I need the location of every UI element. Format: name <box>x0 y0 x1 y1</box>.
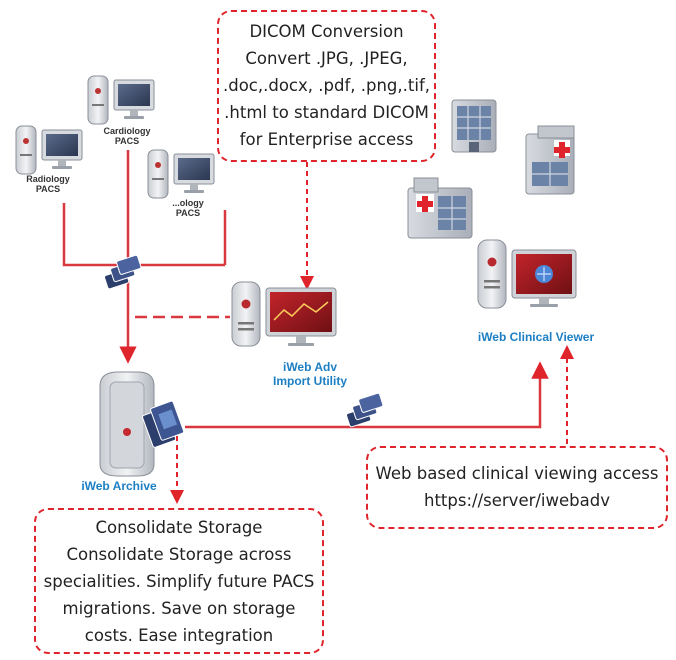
cardiology-pacs-name: Cardiology <box>103 126 151 136</box>
dicom-transfer-icon <box>346 392 384 428</box>
hospital-building-icon-3 <box>407 177 473 239</box>
storage-callout-title: Consolidate Storage <box>95 518 263 537</box>
other-pacs-name: ...ology <box>172 198 204 208</box>
web-viewing-url: https://server/iwebadv <box>424 491 610 510</box>
web-viewing-callout-title: Web based clinical viewing access <box>375 464 659 483</box>
radiology-link <box>62 203 225 267</box>
clinical-viewer-label: iWeb Clinical Viewer <box>477 330 595 344</box>
storage-callout-line: specialities. Simplify future PACS <box>43 572 315 591</box>
archive-label: iWeb Archive <box>81 479 157 493</box>
dicom-callout-title: DICOM Conversion <box>249 22 404 41</box>
radiology-pacs-name: Radiology <box>26 174 70 184</box>
radiology-pacs-workstation <box>15 125 83 175</box>
radiology-pacs-label: Radiology PACS <box>18 174 78 194</box>
consolidate-storage-callout: Consolidate Storage Consolidate Storage … <box>34 508 324 654</box>
clinical-viewer-workstation <box>477 239 577 309</box>
archive-to-viewer-link <box>185 361 549 429</box>
import-utility-subtitle: Import Utility <box>273 374 347 388</box>
dicom-callout-line: for Enterprise access <box>239 130 414 149</box>
web-viewing-callout: Web based clinical viewing access https:… <box>366 446 668 529</box>
import-utility-workstation <box>231 281 337 347</box>
other-pacs-workstation <box>147 149 215 199</box>
storage-callout-line: costs. Ease integration <box>84 626 274 645</box>
import-utility-name: iWeb Adv <box>282 360 337 374</box>
dicom-files-icon <box>104 254 142 290</box>
dicom-callout-line: .doc,.docx, .pdf, .png,.tif, <box>222 76 430 95</box>
dicom-callout-line: .html to standard DICOM <box>224 103 429 122</box>
cardiology-pacs-label: Cardiology PACS <box>94 126 160 146</box>
cardiology-pacs-type: PACS <box>114 136 140 146</box>
storage-callout-line: migrations. Save on storage <box>62 599 296 618</box>
dicom-callout-line: Convert .JPG, .JPEG, <box>245 49 408 68</box>
import-utility-label: iWeb Adv Import Utility <box>248 360 372 388</box>
hospital-building-icon-2 <box>525 125 575 195</box>
other-pacs-type: PACS <box>175 208 201 218</box>
radiology-pacs-type: PACS <box>35 184 61 194</box>
other-pacs-label: ...ology PACS <box>166 198 210 218</box>
hospital-building-icon-1 <box>451 99 497 153</box>
dicom-conversion-callout: DICOM Conversion Convert .JPG, .JPEG, .d… <box>217 10 436 162</box>
archive-server <box>99 371 185 477</box>
storage-callout-line: Consolidate Storage across <box>66 545 292 564</box>
cardiology-pacs-workstation <box>87 75 155 125</box>
connectors <box>62 150 549 429</box>
